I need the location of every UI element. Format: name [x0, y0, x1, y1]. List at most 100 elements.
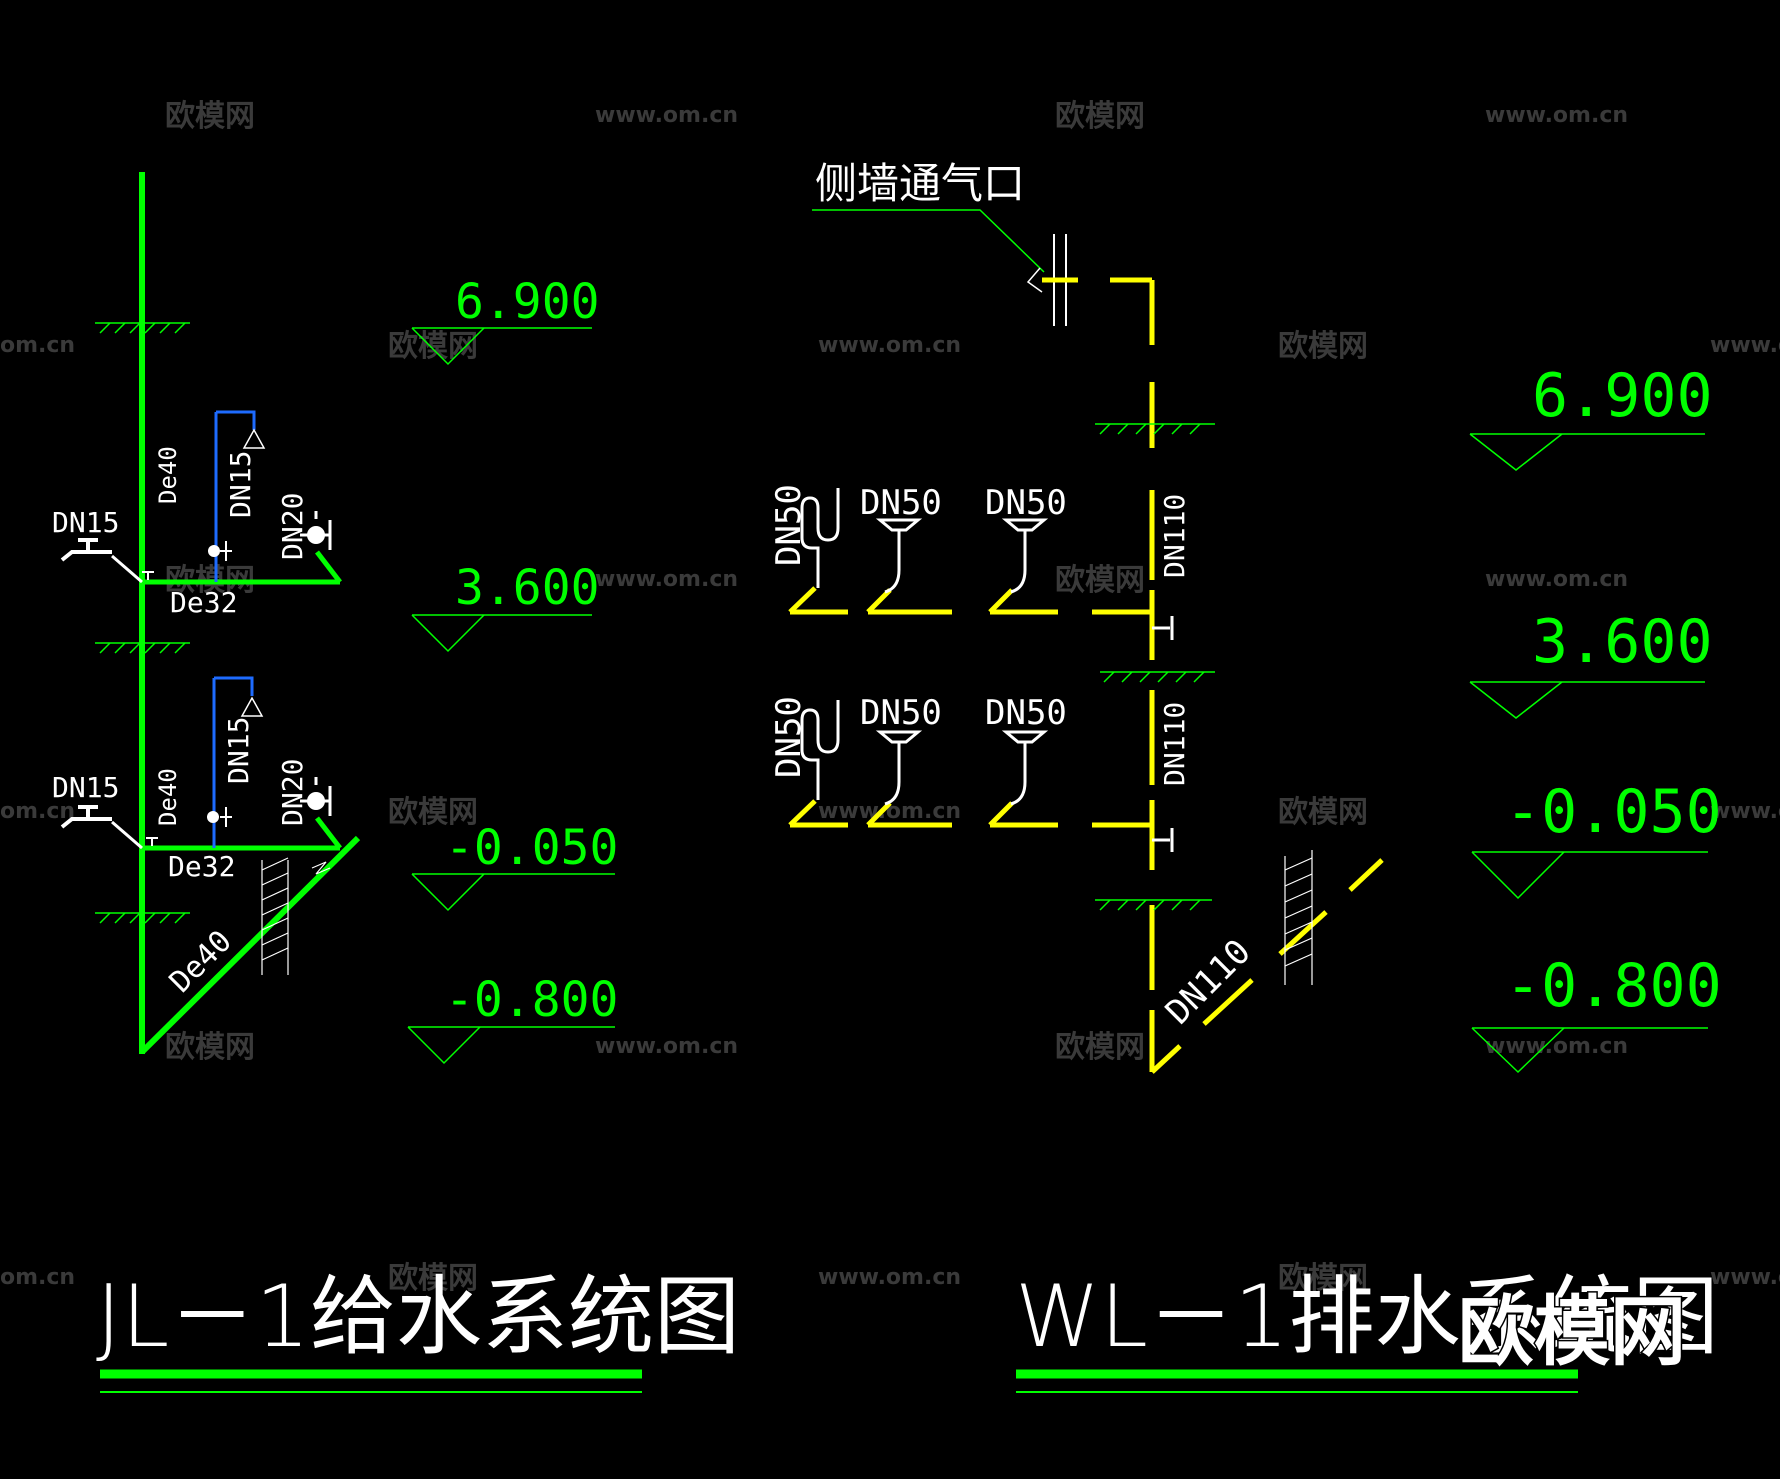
- watermark-logo: 欧模网: [165, 99, 255, 134]
- riser-size-label: De40: [154, 768, 182, 826]
- floor-drain-icon: [875, 730, 923, 806]
- elevation-marker: 3.600: [411, 560, 600, 653]
- drain-branch-upper: [788, 488, 1152, 615]
- fixture-outlet-icon: [240, 696, 264, 717]
- elevation-marker: 6.900: [411, 274, 600, 366]
- elevation-marker: -0.050: [1471, 777, 1722, 900]
- floor-drain-size-label: DN50: [860, 693, 942, 733]
- brand-logo: 欧模网: [1458, 1287, 1686, 1376]
- watermark-url: om.cn: [0, 1265, 75, 1290]
- watermark-url: www.o: [1710, 333, 1780, 358]
- branch-size-label: De32: [170, 586, 237, 619]
- drain-branch-lower: [788, 700, 1152, 828]
- watermark-url: www.om.cn: [818, 1265, 961, 1290]
- drain-wall-hatch: [1284, 850, 1313, 985]
- valve-dot-icon: [207, 811, 219, 823]
- supply-branch-upper: [60, 410, 342, 585]
- fixture-outlet-icon: [242, 428, 266, 449]
- drain-floor-line: [1100, 671, 1215, 683]
- drain-branch-pipe: [788, 586, 1152, 615]
- supply-inlet-pipe: [139, 835, 361, 1055]
- floor-drain-icon: [875, 518, 923, 594]
- riser-size-label: De40: [154, 446, 182, 504]
- gate-valve-handle-icon: [300, 777, 332, 816]
- elevation-value: -0.050: [445, 820, 618, 876]
- s-trap-icon: [800, 488, 840, 588]
- elevation-marker: -0.800: [1471, 951, 1722, 1074]
- water-tap-icon: [60, 805, 112, 829]
- drain-floor-line: [1095, 423, 1215, 435]
- elevation-value: -0.800: [1505, 951, 1722, 1021]
- branch-riser-dn15-top: [216, 410, 256, 430]
- supply-floor-line: [95, 642, 190, 654]
- watermark-url: www.om.cn: [1485, 103, 1628, 128]
- branch-riser-dn15-top: [214, 676, 254, 696]
- elevation-value: -0.800: [445, 972, 618, 1028]
- tap-connector: [111, 820, 143, 850]
- watermark-url: www.om.cn: [1485, 567, 1628, 592]
- watermark-logo: 欧模网: [1278, 795, 1368, 830]
- elevation-marker: 6.900: [1469, 361, 1713, 471]
- drain-system: 侧墙通气口: [769, 159, 1722, 1393]
- watermark-url: www.om.cn: [595, 1034, 738, 1059]
- watermark-url: www.om.cn: [595, 567, 738, 592]
- floor-drain-size-label: DN50: [860, 483, 942, 523]
- watermark-url: www.om.cn: [595, 103, 738, 128]
- watermark-logo: 欧模网: [1278, 1261, 1368, 1296]
- floor-drain-icon: [1001, 518, 1049, 594]
- watermark-url: om.cn: [0, 799, 75, 824]
- valve-dot-icon: [208, 545, 220, 557]
- tap-size-label: DN15: [52, 506, 119, 539]
- dn20-valve-label: DN20: [276, 759, 309, 826]
- drain-floor-line: [1095, 899, 1212, 911]
- supply-floor-line: [95, 322, 190, 334]
- tee-marker-icon: [142, 571, 154, 580]
- tap-size-label: DN15: [52, 771, 119, 804]
- watermark-logo: 欧模网: [388, 795, 478, 830]
- tap-connector: [111, 554, 143, 584]
- supply-branch-lower: [60, 676, 342, 851]
- elevation-value: 3.600: [1532, 607, 1713, 677]
- floor-drain-icon: [1001, 730, 1049, 806]
- stack-size-label: DN110: [1158, 494, 1191, 578]
- watermark-url: www.o: [1710, 1265, 1780, 1290]
- watermark-url: www.o: [1710, 799, 1780, 824]
- floor-drain-size-label: DN50: [985, 483, 1067, 523]
- stack-size-label: DN110: [1158, 702, 1191, 786]
- gate-valve-handle-icon: [300, 511, 332, 550]
- drain-system-title: WL－1排水系统图: [1015, 1267, 1719, 1367]
- drain-outlet-pipe: [1150, 858, 1384, 1074]
- supply-system: DN15 DN15 De32 De32 De40 De40 DN15 DN15 …: [52, 172, 740, 1393]
- s-trap-size-label: DN50: [769, 484, 809, 566]
- vent-label: 侧墙通气口: [815, 159, 1025, 208]
- valve-stem-icon: [220, 541, 232, 561]
- watermark-logo: 欧模网: [388, 1261, 478, 1296]
- leader-arrow-icon: [1026, 267, 1043, 293]
- s-trap-size-label: DN50: [769, 696, 809, 778]
- watermark-url: www.om.cn: [1485, 1034, 1628, 1059]
- drain-vent-pipe: [1042, 277, 1155, 345]
- elevation-marker: -0.800: [407, 972, 618, 1065]
- watermark-layer: 欧模网 www.om.cn 欧模网 www.om.cn om.cn 欧模网 ww…: [0, 99, 1780, 1296]
- dn20-valve-label: DN20: [276, 493, 309, 560]
- inlet-size-label: De40: [163, 924, 239, 1000]
- watermark-logo: 欧模网: [1055, 563, 1145, 598]
- dn15-riser-label: DN15: [224, 451, 257, 518]
- watermark-logo: 欧模网: [1278, 329, 1368, 364]
- drain-branch-pipe: [788, 799, 1152, 828]
- elevation-marker: 3.600: [1469, 607, 1713, 719]
- elevation-marker: -0.050: [411, 820, 618, 912]
- watermark-logo: 欧模网: [388, 329, 478, 364]
- cleanout-icon: [1152, 616, 1174, 640]
- elevation-value: 6.900: [1532, 361, 1713, 431]
- watermark-url: www.om.cn: [818, 333, 961, 358]
- vent-leader-line: [812, 209, 1045, 273]
- floor-drain-size-label: DN50: [985, 693, 1067, 733]
- s-trap-icon: [800, 700, 840, 800]
- valve-stem-icon: [220, 807, 232, 827]
- cleanout-icon: [1152, 828, 1174, 852]
- supply-wall-hatch: [261, 857, 331, 975]
- elevation-value: 6.900: [455, 274, 600, 330]
- water-tap-icon: [60, 538, 112, 562]
